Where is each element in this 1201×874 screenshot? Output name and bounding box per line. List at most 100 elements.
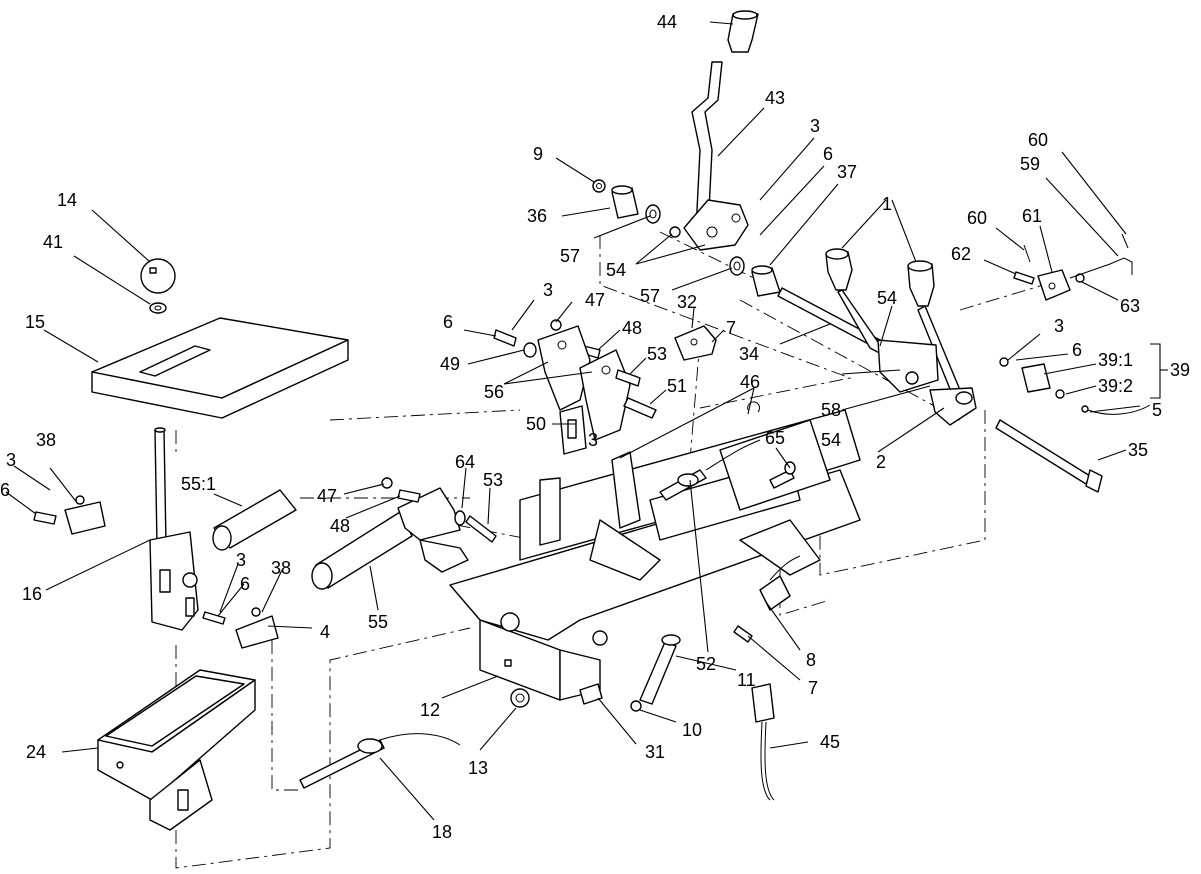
callout-36: 36	[527, 206, 547, 226]
callout-10: 10	[682, 720, 702, 740]
spacer-37	[751, 265, 781, 297]
nut-41	[149, 302, 167, 314]
clevis-38b	[235, 607, 279, 649]
callout-32: 32	[677, 292, 697, 312]
handle-1-right	[907, 260, 961, 395]
ball-knob-14	[140, 258, 176, 294]
callout-3: 3	[588, 430, 598, 450]
bolt-53a	[615, 369, 641, 387]
callout-63: 63	[1120, 296, 1140, 316]
plate-15	[91, 317, 349, 419]
callout-38: 38	[271, 558, 291, 578]
cable-52	[659, 439, 761, 501]
cotter-60	[1023, 233, 1129, 263]
callout-3: 3	[6, 450, 16, 470]
bolt-11	[639, 634, 681, 705]
fitting-31	[579, 683, 603, 705]
bolt-35	[995, 419, 1103, 493]
washer-57b	[729, 256, 745, 276]
tray-24	[97, 669, 256, 831]
callout-57: 57	[560, 246, 580, 266]
callout-18: 18	[432, 822, 452, 842]
callout-31: 31	[645, 742, 665, 762]
callout-53: 53	[647, 344, 667, 364]
pin-62	[1013, 271, 1035, 285]
callout-14: 14	[57, 190, 77, 210]
callout-54: 54	[877, 288, 897, 308]
callout-38: 38	[36, 430, 56, 450]
callout-49: 49	[440, 354, 460, 374]
ring-46	[747, 401, 761, 413]
bracket-32	[674, 325, 717, 361]
callout-60: 60	[1028, 130, 1048, 150]
block-50	[559, 405, 587, 455]
callout-58: 58	[821, 400, 841, 420]
callout-3: 3	[236, 550, 246, 570]
callout-39-2: 39:2	[1098, 376, 1133, 396]
clevis-61	[1037, 269, 1071, 301]
knob-44	[727, 10, 759, 53]
callout-3: 3	[543, 280, 553, 300]
callout-55-1: 55:1	[181, 474, 216, 494]
bolt-51	[623, 397, 657, 419]
callout-54: 54	[606, 260, 626, 280]
callout-39: 39	[1170, 360, 1190, 380]
callout-60: 60	[967, 208, 987, 228]
nut-10	[630, 700, 642, 712]
callout-3: 3	[1054, 316, 1064, 336]
washer-49	[523, 342, 537, 358]
leader-lines	[5, 21, 1168, 821]
callout-55: 55	[368, 612, 388, 632]
callout-57: 57	[640, 286, 660, 306]
callout-7: 7	[808, 678, 818, 698]
callout-47: 47	[317, 486, 337, 506]
ring-54a	[669, 226, 681, 238]
callout-35: 35	[1128, 440, 1148, 460]
callout-52: 52	[696, 654, 716, 674]
callout-24: 24	[26, 742, 46, 762]
pin-48b	[397, 489, 421, 503]
callout-5: 5	[1152, 400, 1162, 420]
nut-47a	[550, 319, 562, 331]
nut-13	[510, 688, 530, 708]
callout-7: 7	[726, 318, 736, 338]
screw-7b	[733, 625, 753, 643]
pin-6a	[33, 511, 57, 525]
harness-45	[751, 683, 775, 801]
washer-57a	[645, 204, 661, 224]
callout-45: 45	[820, 732, 840, 752]
callout-44: 44	[657, 12, 677, 32]
shifter-16	[149, 427, 199, 631]
callout-48: 48	[622, 318, 642, 338]
callout-50: 50	[526, 414, 546, 434]
callout-65: 65	[765, 428, 785, 448]
spacer-36	[611, 185, 639, 219]
callout-16: 16	[22, 584, 42, 604]
callout-6: 6	[1072, 340, 1082, 360]
callout-labels: 44 43 3 6 37 9 36 57 54 57 1 60 59 60 61…	[0, 12, 1190, 842]
callout-62: 62	[951, 244, 971, 264]
callout-12: 12	[420, 700, 440, 720]
callout-15: 15	[25, 312, 45, 332]
callout-13: 13	[468, 758, 488, 778]
callout-4: 4	[320, 622, 330, 642]
callout-43: 43	[765, 88, 785, 108]
callout-47: 47	[585, 290, 605, 310]
callout-11: 11	[737, 670, 756, 690]
nut-9	[592, 179, 606, 193]
rod-59	[1069, 257, 1133, 279]
callout-59: 59	[1020, 154, 1040, 174]
callout-6: 6	[823, 144, 833, 164]
shift-lever-43	[683, 61, 749, 251]
clevis-38a	[64, 495, 106, 535]
callout-41: 41	[43, 232, 63, 252]
nut-47b	[381, 477, 393, 489]
linkage-39	[999, 357, 1065, 399]
callout-34: 34	[739, 344, 759, 364]
callout-6: 6	[443, 312, 453, 332]
callout-46: 46	[740, 372, 760, 392]
callout-6: 6	[0, 480, 10, 500]
callout-64: 64	[455, 452, 475, 472]
pin-6b	[202, 611, 226, 625]
callout-6: 6	[240, 574, 250, 594]
